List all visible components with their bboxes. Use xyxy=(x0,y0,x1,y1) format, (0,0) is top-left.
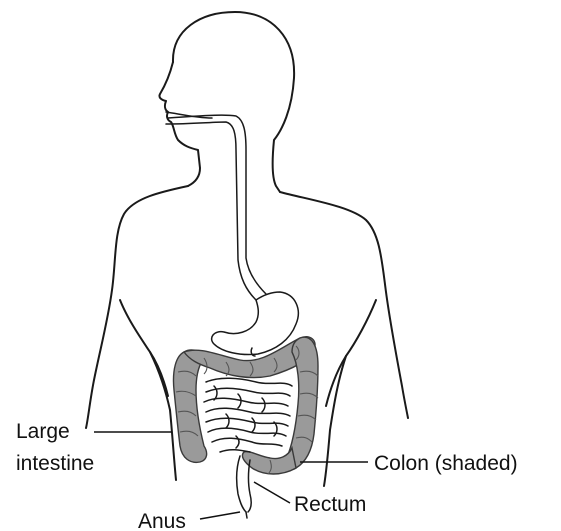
large-intestine-label-line2: intestine xyxy=(16,452,94,475)
esophagus-stomach xyxy=(166,115,298,354)
body-outline xyxy=(86,12,408,486)
anus-leader xyxy=(200,512,240,519)
rectum-anus xyxy=(237,456,252,518)
rectum-leader xyxy=(254,482,290,503)
large-intestine-label-line1: Large xyxy=(16,420,70,443)
colon-shaded xyxy=(173,337,318,474)
rectum-label: Rectum xyxy=(294,493,366,516)
colon-label: Colon (shaded) xyxy=(374,452,518,475)
small-intestine xyxy=(204,378,292,452)
anus-label: Anus xyxy=(138,510,186,531)
